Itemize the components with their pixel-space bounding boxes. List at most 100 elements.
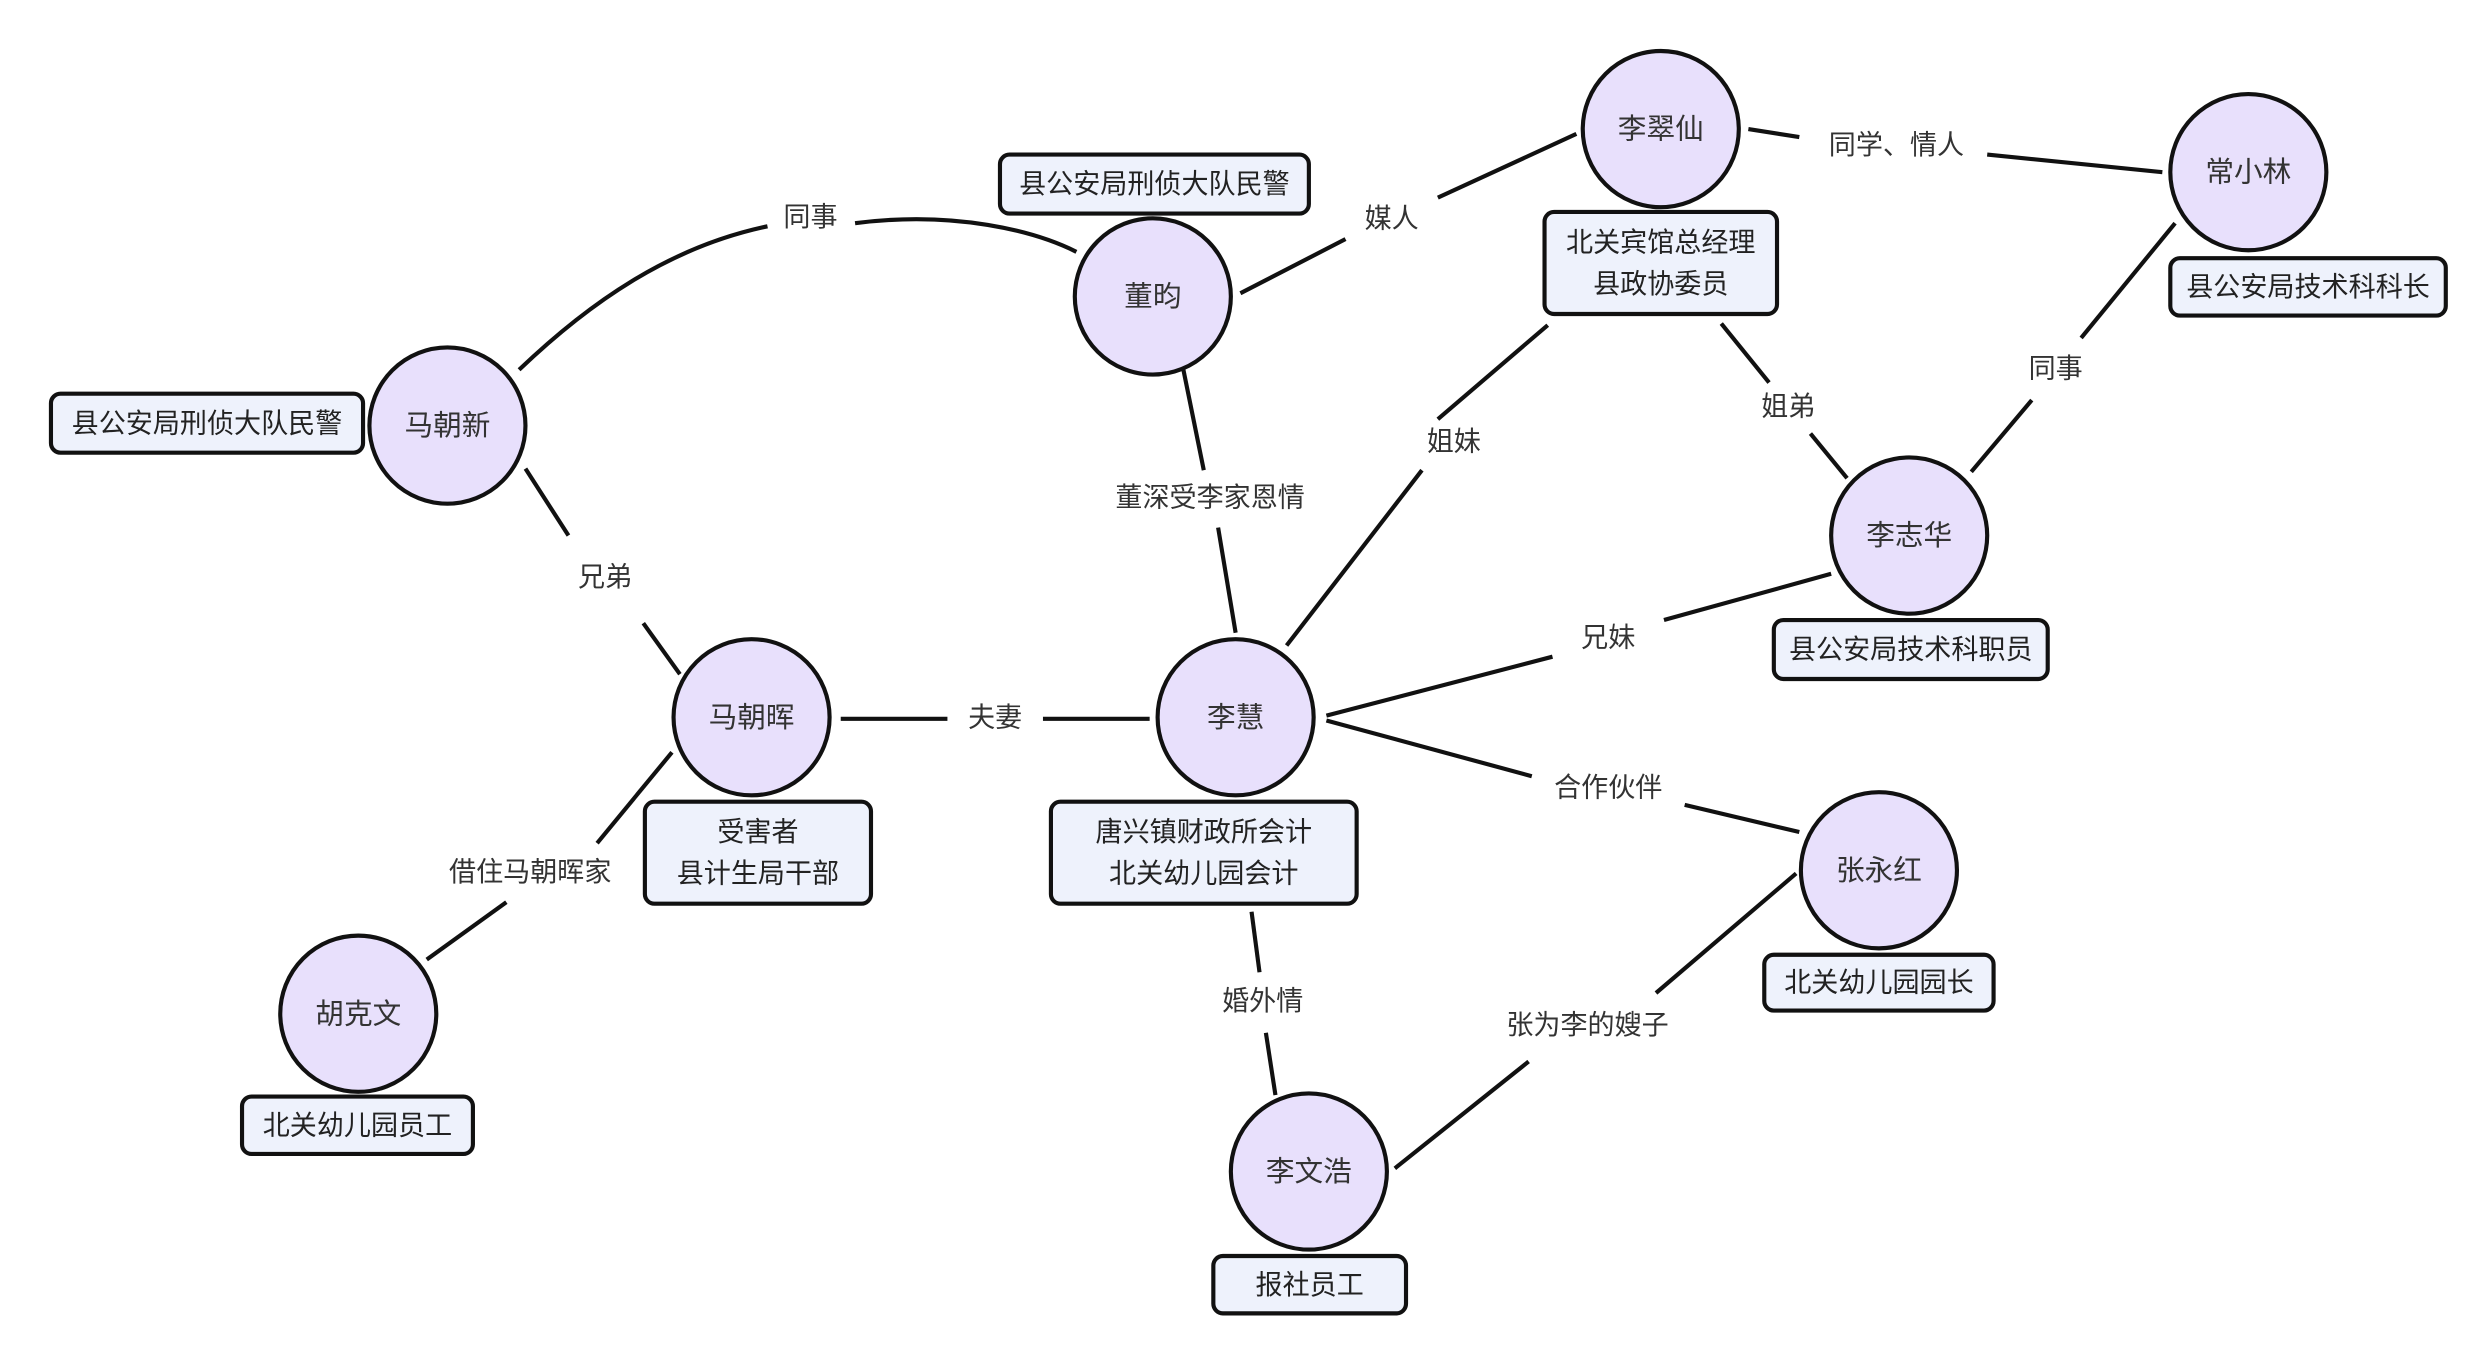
edge-licuixian-lizhihua: 姐弟: [1719, 322, 1849, 480]
role-text: 县政协委员: [1593, 269, 1728, 300]
person-node-dongyun[interactable]: 董昀 县公安局刑侦大队民警: [997, 152, 1311, 377]
role-box-frame: [239, 1094, 475, 1157]
role-box: 县公安局技术科科长: [2168, 256, 2448, 318]
role-text: 受害者: [717, 817, 798, 848]
edge-line: [641, 622, 682, 676]
role-box: 北关幼儿园员工: [239, 1094, 475, 1157]
edge-dongyun-licuixian: 媒人: [1239, 132, 1578, 296]
edge-line: [1325, 718, 1533, 779]
edge-line: [1436, 323, 1550, 421]
edge-line: [1325, 654, 1554, 718]
edge-label: 姐妹: [1427, 427, 1481, 458]
role-text: 北关幼儿园园长: [1784, 968, 1973, 999]
role-text: 北关幼儿园员工: [263, 1110, 452, 1141]
role-text: 县公安局技术科职员: [1789, 635, 2033, 666]
person-circle[interactable]: [1155, 637, 1316, 798]
edge-label: 借住马朝晖家: [449, 857, 611, 888]
role-box-frame: [642, 799, 874, 906]
edge-lizhihua-lihui: 兄妹: [1325, 571, 1832, 718]
edge-line: [1654, 871, 1798, 995]
person-circle[interactable]: [1228, 1091, 1389, 1252]
edge-licuixian-lihui: 姐妹: [1284, 323, 1550, 647]
edge-label: 姐弟: [1761, 392, 1815, 423]
role-box: 县公安局刑侦大队民警: [48, 391, 366, 455]
edge-line: [1663, 571, 1832, 623]
edge-label: 兄弟: [578, 562, 632, 593]
edge-line: [854, 217, 1078, 254]
edge-label: 同学、情人: [1829, 130, 1964, 161]
edge-line: [523, 467, 571, 537]
role-box-frame: [1542, 209, 1780, 317]
edge-line: [1684, 802, 1800, 835]
edge-mazhaoxin-dongyun: 同事: [517, 202, 1078, 372]
edge-label: 媒人: [1365, 203, 1419, 234]
person-name: 李慧: [1207, 700, 1264, 734]
person-circle[interactable]: [1829, 455, 1990, 616]
edge-line: [425, 900, 508, 962]
edge-line: [1216, 527, 1238, 634]
person-node-mazhaoxin[interactable]: 马朝新 县公安局刑侦大队民警: [48, 345, 528, 506]
person-name: 董昀: [1124, 279, 1181, 313]
person-circle[interactable]: [367, 345, 528, 506]
edge-label: 张为李的嫂子: [1506, 1010, 1668, 1041]
person-name: 马朝新: [404, 408, 490, 442]
edge-line: [1436, 132, 1578, 200]
edge-dongyun-lihui: 董深受李家恩情: [1115, 367, 1305, 634]
edge-line: [1393, 1059, 1530, 1170]
role-text: 县计生局干部: [677, 859, 839, 890]
role-box: 报社员工: [1211, 1253, 1409, 1316]
person-name: 李翠仙: [1618, 112, 1704, 146]
edge-label: 夫妻: [968, 702, 1022, 733]
role-text: 县公安局刑侦大队民警: [72, 408, 343, 439]
person-circle[interactable]: [671, 637, 832, 798]
role-text: 唐兴镇财政所会计: [1096, 817, 1313, 848]
person-name: 张永红: [1836, 853, 1922, 887]
role-text: 报社员工: [1256, 1270, 1364, 1301]
edge-line: [1181, 367, 1206, 471]
person-circle[interactable]: [2168, 91, 2329, 253]
role-box-frame: [48, 391, 366, 455]
edge-label: 同事: [2029, 353, 2083, 384]
edge-line: [1986, 152, 2163, 175]
person-circle[interactable]: [1072, 216, 1233, 377]
role-box-frame: [1762, 952, 1996, 1013]
edge-label: 合作伙伴: [1554, 772, 1662, 803]
edge-line: [1239, 237, 1347, 296]
edge-line: [1969, 398, 2034, 474]
edge-lihui-liwenhao: 婚外情: [1222, 911, 1303, 1096]
role-box-frame: [997, 152, 1311, 216]
role-box: 县公安局刑侦大队民警: [997, 152, 1311, 216]
person-circle[interactable]: [1798, 790, 1960, 951]
edge-mazhaoxin-mazhaohui: 兄弟: [523, 467, 682, 676]
edge-line: [1249, 911, 1262, 973]
edge-line: [1748, 127, 1800, 140]
person-name: 李文浩: [1266, 1154, 1352, 1188]
edge-line: [1808, 432, 1849, 480]
person-circle[interactable]: [1580, 48, 1741, 210]
edge-mazhaohui-lihui: 夫妻: [840, 702, 1150, 733]
edge-mazhaohui-hukewen: 借住马朝晖家: [425, 751, 674, 962]
edge-line: [595, 751, 674, 845]
role-text: 县公安局刑侦大队民警: [1019, 169, 1290, 200]
edge-line: [1284, 468, 1424, 647]
edge-changxiaolin-lizhihua: 同事: [1969, 221, 2177, 474]
edge-line: [1719, 322, 1771, 384]
person-name: 胡克文: [315, 996, 401, 1030]
person-circle[interactable]: [278, 933, 439, 1094]
role-box-frame: [2168, 256, 2448, 318]
edge-label: 兄妹: [1581, 623, 1635, 654]
role-box-frame: [1771, 617, 2050, 682]
edge-licuixian-changxiaolin: 同学、情人: [1748, 127, 2163, 175]
edge-label: 婚外情: [1222, 986, 1303, 1017]
